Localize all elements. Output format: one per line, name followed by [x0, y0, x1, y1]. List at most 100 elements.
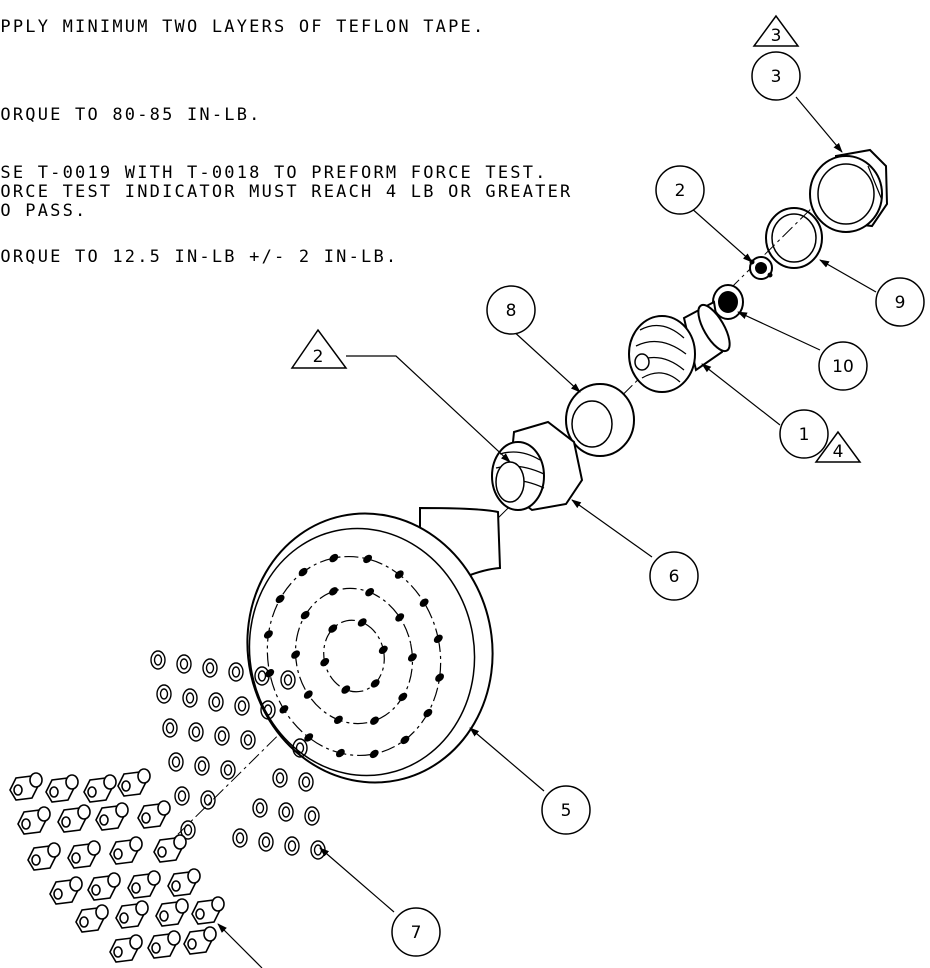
- nozzle-bore: [157, 846, 167, 858]
- flag-note-3-label: 3: [771, 26, 782, 46]
- o-ring: [220, 760, 236, 780]
- nozzle-bore: [79, 916, 89, 928]
- nozzle-bore: [195, 908, 205, 920]
- balloon-3-label: 3: [771, 67, 782, 87]
- nozzle-tip: [103, 774, 117, 790]
- nozzle-insert: [75, 904, 109, 933]
- nozzle-bore: [141, 812, 151, 824]
- o-ring: [188, 722, 204, 742]
- o-ring-inner: [191, 726, 201, 738]
- o-ring: [278, 802, 294, 822]
- o-ring-inner: [153, 654, 163, 666]
- leader-6: [571, 499, 653, 558]
- o-ring: [200, 790, 216, 810]
- leader-5: [469, 727, 545, 792]
- o-ring-inner: [203, 794, 213, 806]
- nozzle-bore: [71, 852, 81, 864]
- o-ring-inner: [243, 734, 253, 746]
- spray-hole: [398, 692, 408, 702]
- leader-flag-2: [346, 355, 511, 463]
- spray-hole: [303, 690, 313, 699]
- balloon-9: 9: [875, 277, 925, 327]
- spray-hole: [298, 567, 308, 577]
- nozzle-tip: [129, 836, 143, 852]
- nozzle-tip: [65, 774, 79, 790]
- flag-note-4-label: 4: [833, 442, 844, 462]
- nozzle-insert: [117, 768, 151, 797]
- balloon-10-label: 10: [832, 357, 854, 377]
- spray-hole: [328, 624, 338, 633]
- nozzle-bore: [113, 848, 123, 860]
- part-4-nozzles: [9, 768, 225, 963]
- leader-2: [689, 206, 753, 263]
- shower-face-holes: [263, 553, 445, 759]
- nozzle-insert: [137, 800, 171, 829]
- balloon-5-label: 5: [561, 801, 572, 821]
- nozzle-tip: [147, 870, 161, 886]
- nozzle-tip: [175, 898, 189, 914]
- nozzle-tip: [69, 876, 83, 892]
- nozzle-tip: [37, 806, 51, 822]
- spray-hole: [400, 735, 410, 745]
- spray-hole: [423, 708, 433, 718]
- nozzle-insert: [67, 840, 101, 869]
- spray-hole: [378, 645, 388, 654]
- o-ring-inner: [177, 790, 187, 802]
- o-ring-inner: [313, 844, 323, 856]
- nozzle-insert: [83, 774, 117, 803]
- o-ring-inner: [275, 772, 285, 784]
- o-ring: [252, 798, 268, 818]
- o-ring: [234, 696, 250, 716]
- spray-hole: [365, 588, 375, 597]
- nozzle-insert: [45, 774, 79, 803]
- leader-lines: [217, 96, 877, 968]
- o-ring-inner: [261, 836, 271, 848]
- spray-hole: [363, 554, 373, 564]
- o-ring-inner: [197, 760, 207, 772]
- part-2-flow-restrictor: [749, 256, 773, 280]
- balloon-2-label: 2: [675, 181, 686, 201]
- part-1-ball-joint: [628, 300, 731, 393]
- balloon-3: 3: [751, 51, 801, 101]
- o-ring-inner: [255, 802, 265, 814]
- nozzle-tip: [107, 872, 121, 888]
- nozzle-insert: [17, 806, 51, 835]
- o-ring: [214, 726, 230, 746]
- nozzle-bore: [91, 884, 101, 896]
- o-ring: [304, 806, 320, 826]
- nozzle-tip: [77, 804, 91, 820]
- spray-hole: [407, 653, 417, 662]
- o-ring-inner: [185, 692, 195, 704]
- o-ring: [202, 658, 218, 678]
- o-ring: [156, 684, 172, 704]
- spray-hole: [335, 748, 345, 758]
- o-ring: [240, 730, 256, 750]
- leader-3: [795, 96, 843, 153]
- nozzle-insert: [191, 896, 225, 925]
- o-ring: [176, 654, 192, 674]
- o-ring: [162, 718, 178, 738]
- nozzle-insert: [87, 872, 121, 901]
- o-ring-inner: [263, 704, 273, 716]
- nozzle-insert: [153, 834, 187, 863]
- spray-hole: [320, 658, 330, 667]
- part-6-hex-adapter: [491, 420, 584, 512]
- o-ring: [280, 670, 296, 690]
- balloon-8: 8: [486, 285, 536, 335]
- spray-hole: [300, 610, 310, 620]
- spray-hole: [394, 570, 404, 579]
- balloon-6: 6: [649, 551, 699, 601]
- spray-hole: [341, 685, 351, 694]
- nozzle-bore: [31, 854, 41, 866]
- o-ring-inner: [179, 658, 189, 670]
- nozzle-bore: [61, 816, 71, 828]
- part-3-coupling-nut: [809, 148, 889, 233]
- spray-hole: [279, 705, 289, 714]
- leader-7: [319, 847, 395, 913]
- spray-hole: [275, 594, 285, 604]
- nozzle-insert: [183, 926, 217, 955]
- nozzle-insert: [49, 876, 83, 905]
- spray-hole: [329, 553, 339, 563]
